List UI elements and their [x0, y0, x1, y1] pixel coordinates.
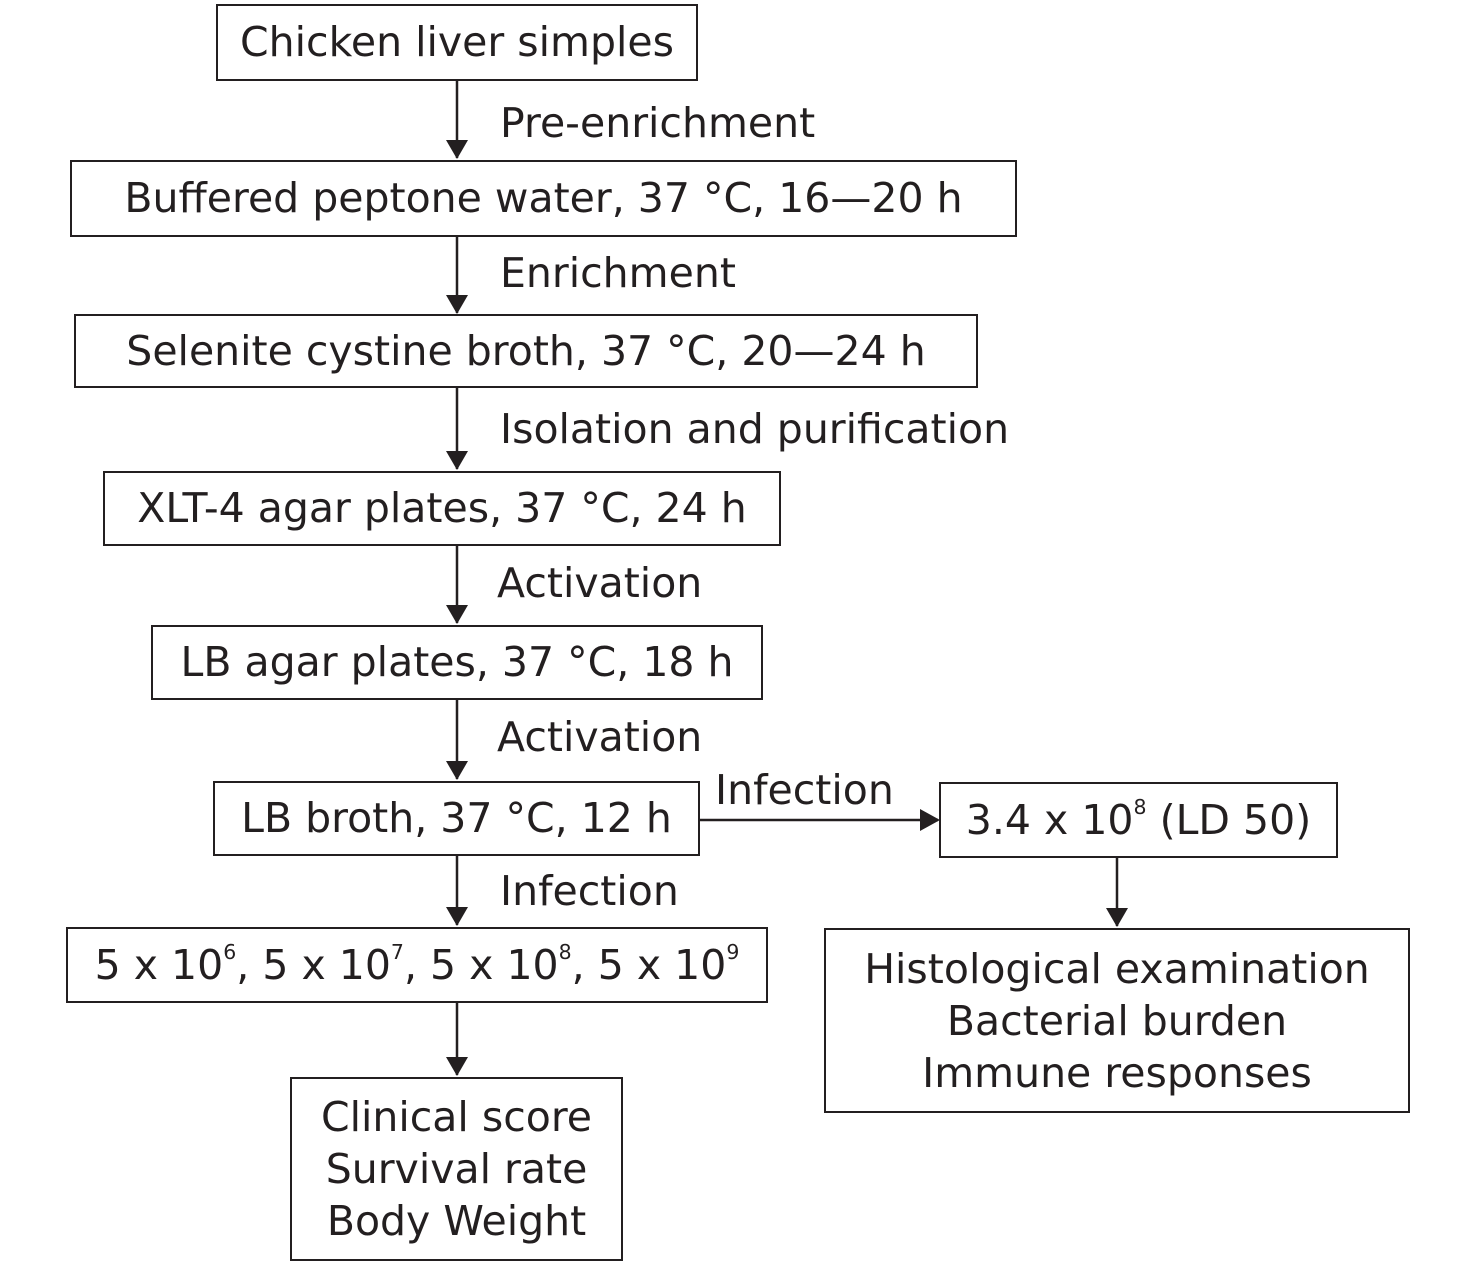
outcome-clinical-score: Clinical score — [320, 1093, 593, 1141]
box-ld50-dose: 3.4 x 108 (LD 50) — [939, 782, 1338, 858]
box-selenite-cystine-broth: Selenite cystine broth, 37 °C, 20—24 h — [74, 314, 978, 388]
ld50-base: 3.4 x 10 — [965, 795, 1134, 844]
box-label: LB agar plates, 37 °C, 18 h — [180, 638, 734, 686]
box-label: 3.4 x 108 (LD 50) — [966, 797, 1311, 841]
edge-label-activation-2: Activation — [497, 713, 703, 761]
edge-label-activation-1: Activation — [497, 559, 703, 607]
dose-1-exponent: 6 — [223, 940, 237, 965]
box-outcomes-right: Histological examination Bacterial burde… — [824, 928, 1410, 1113]
dose-2-exponent: 7 — [390, 940, 404, 965]
outcome-bacterial-burden: Bacterial burden — [946, 996, 1288, 1045]
box-lb-agar-plates: LB agar plates, 37 °C, 18 h — [151, 625, 763, 700]
edge-label-pre-enrichment: Pre-enrichment — [500, 99, 816, 147]
box-label: Selenite cystine broth, 37 °C, 20—24 h — [126, 326, 926, 375]
edge-label-infection-right: Infection — [715, 766, 894, 814]
box-infection-doses: 5 x 106, 5 x 107, 5 x 108, 5 x 109 — [66, 927, 768, 1003]
outcome-survival-rate: Survival rate — [325, 1145, 588, 1193]
box-buffered-peptone-water: Buffered peptone water, 37 °C, 16—20 h — [70, 160, 1017, 237]
outcome-immune-responses: Immune responses — [922, 1048, 1312, 1097]
outcome-histological-examination: Histological examination — [864, 944, 1370, 993]
outcome-body-weight: Body Weight — [326, 1197, 587, 1245]
box-outcomes-left: Clinical score Survival rate Body Weight — [290, 1077, 623, 1261]
box-lb-broth: LB broth, 37 °C, 12 h — [213, 781, 700, 856]
dose-3-exponent: 8 — [558, 940, 572, 965]
edge-label-infection-down: Infection — [500, 867, 679, 915]
dose-2-base: , 5 x 10 — [236, 940, 391, 989]
ld50-suffix: (LD 50) — [1146, 795, 1312, 844]
box-label: 5 x 106, 5 x 107, 5 x 108, 5 x 109 — [95, 942, 740, 986]
edge-label-isolation: Isolation and purification — [500, 405, 1010, 453]
dose-1-base: 5 x 10 — [94, 940, 224, 989]
ld50-exponent: 8 — [1133, 795, 1147, 820]
dose-4-exponent: 9 — [726, 940, 740, 965]
box-label: Chicken liver simples — [240, 18, 674, 66]
box-label: Buffered peptone water, 37 °C, 16—20 h — [124, 174, 963, 222]
box-chicken-liver-samples: Chicken liver simples — [216, 4, 698, 81]
box-label: XLT-4 agar plates, 37 °C, 24 h — [137, 484, 747, 532]
edge-label-enrichment: Enrichment — [500, 249, 736, 297]
dose-3-base: , 5 x 10 — [403, 940, 559, 989]
box-xlt4-agar-plates: XLT-4 agar plates, 37 °C, 24 h — [103, 471, 781, 546]
box-label: LB broth, 37 °C, 12 h — [241, 794, 672, 842]
dose-4-base: , 5 x 10 — [571, 940, 727, 989]
